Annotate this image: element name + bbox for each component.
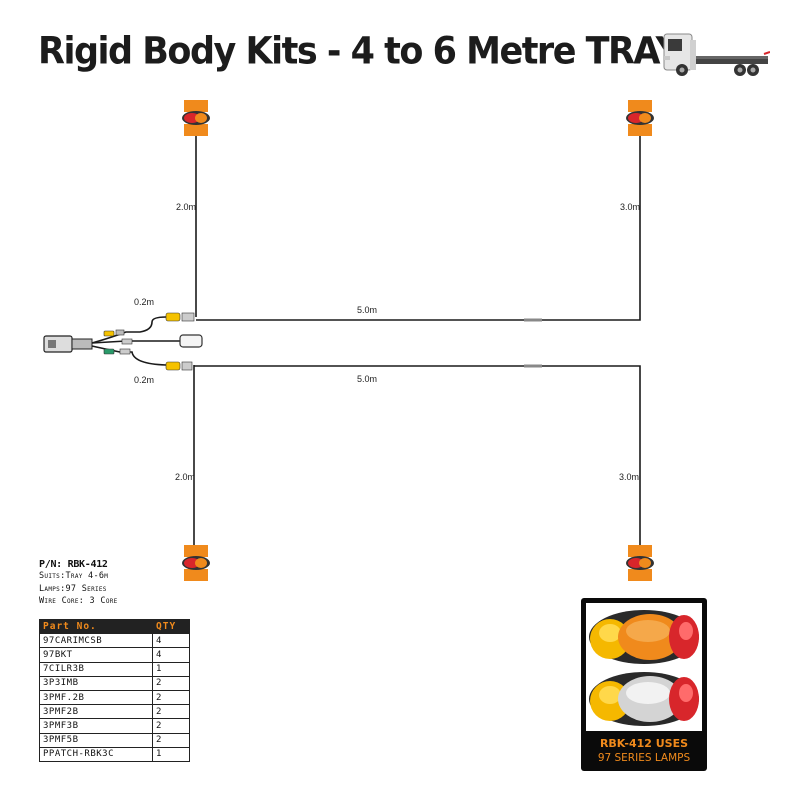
spec-wire-core: Wire Core: 3 Core <box>39 596 118 606</box>
qty-cell: 1 <box>152 746 190 762</box>
truck-icon <box>663 33 770 76</box>
number-plate-lamp-icon <box>179 334 203 348</box>
qty-cell: 4 <box>152 647 190 663</box>
wire-label-bottom-stub: 0.2m <box>134 375 154 385</box>
header-part-no: Part No. <box>39 618 153 635</box>
part-no-cell: PPATCH-RBK3C <box>39 746 153 762</box>
part-no-cell: 3PMF.2B <box>39 689 153 706</box>
marker-lamp-icon <box>182 100 210 136</box>
part-no-cell: 97BKT <box>39 647 153 663</box>
page-title: Rigid Body Kits - 4 to 6 Metre TRAY <box>38 30 681 74</box>
parts-table-header: Part No. QTY <box>39 618 190 635</box>
wire-label-top-stub: 0.2m <box>134 297 154 307</box>
part-no-cell: 97CARIMCSB <box>39 633 153 649</box>
wire-label-bottom-horizontal: 5.0m <box>357 374 377 384</box>
marker-lamp-icon <box>182 545 210 581</box>
wire-label-bottom-left: 2.0m <box>175 472 195 482</box>
promo-line-2: 97 SERIES LAMPS <box>597 752 691 764</box>
part-no-cell: 7CILR3B <box>39 661 153 677</box>
promo-line-1: RBK-412 USES <box>599 737 689 750</box>
spec-suits: Suits:Tray 4-6m <box>39 571 109 581</box>
wire-label-top-right: 3.0m <box>620 202 640 212</box>
qty-cell: 2 <box>152 689 190 706</box>
spec-lamps: Lamps:97 Series <box>39 583 107 594</box>
plug-connector-icon <box>43 335 93 353</box>
part-no-cell: 3PMF3B <box>39 718 153 734</box>
marker-lamp-photo-icon <box>589 610 699 726</box>
part-no-cell: 3PMF5B <box>39 732 153 748</box>
kit-info: P/N: RBK-412 Suits:Tray 4-6m Lamps:97 Se… <box>39 559 118 608</box>
qty-cell: 2 <box>152 704 190 720</box>
part-no-cell: 3P3IMB <box>39 675 153 691</box>
lamp-photos <box>586 603 702 731</box>
qty-cell: 1 <box>152 661 190 677</box>
lamp-promo-panel: RBK-412 USES 97 SERIES LAMPS <box>581 598 707 771</box>
part-no-cell: 3PMF2B <box>39 704 153 720</box>
marker-lamp-icon <box>626 100 654 136</box>
wire-label-top-left: 2.0m <box>176 202 196 212</box>
marker-lamp-icon <box>626 545 654 581</box>
qty-cell: 2 <box>152 718 190 734</box>
qty-cell: 2 <box>152 675 190 691</box>
qty-cell: 4 <box>152 633 190 649</box>
wire-label-bottom-right: 3.0m <box>619 472 639 482</box>
qty-cell: 2 <box>152 732 190 748</box>
wire-label-top-horizontal: 5.0m <box>357 305 377 315</box>
header-qty: QTY <box>152 618 190 635</box>
part-number: P/N: RBK-412 <box>39 559 108 570</box>
